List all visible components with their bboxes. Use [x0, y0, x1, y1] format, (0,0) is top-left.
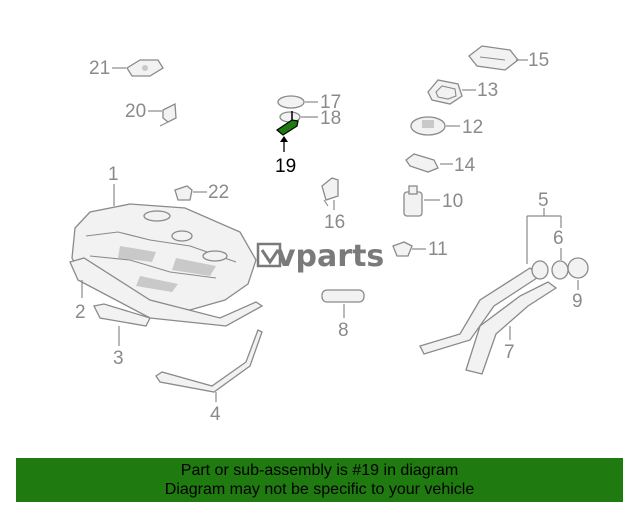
part-14-gasket[interactable]	[405, 153, 439, 173]
part-8-hose[interactable]	[321, 289, 365, 303]
callout-5: 5	[538, 190, 549, 211]
callout-22: 22	[208, 182, 229, 203]
leader-5	[526, 208, 562, 264]
part-4-tank-strap[interactable]	[155, 329, 263, 393]
part-15-cover[interactable]	[468, 45, 519, 71]
part-21-plate[interactable]	[126, 59, 164, 77]
callout-2: 2	[75, 302, 86, 323]
info-banner: Part or sub-assembly is #19 in diagram D…	[16, 458, 623, 502]
callout-12: 12	[462, 117, 483, 138]
callout-6: 6	[553, 228, 564, 249]
watermark-text: vparts	[276, 239, 384, 274]
callout-4: 4	[210, 404, 221, 425]
part-3-skid-plate[interactable]	[93, 303, 151, 327]
banner-line-2: Diagram may not be specific to your vehi…	[164, 481, 475, 498]
callout-10: 10	[442, 191, 463, 212]
part-2-protector[interactable]	[69, 257, 264, 327]
parts-diagram: 21 20 17 18 19 15 13 12	[69, 45, 589, 425]
callout-18: 18	[320, 108, 341, 129]
callout-17: 17	[320, 92, 341, 113]
callout-21: 21	[89, 58, 110, 79]
leader-19-arrow	[280, 136, 288, 142]
callout-20: 20	[125, 101, 146, 122]
part-5-filler-neck[interactable]	[419, 260, 549, 355]
callout-16: 16	[324, 212, 345, 233]
part-20-bracket[interactable]	[159, 102, 177, 127]
callout-9: 9	[572, 291, 583, 312]
callout-14: 14	[454, 155, 476, 176]
banner-line-1: Part or sub-assembly is #19 in diagram	[180, 462, 459, 479]
callout-3: 3	[113, 348, 124, 369]
callout-7: 7	[504, 342, 515, 363]
part-16-sender[interactable]	[321, 177, 339, 207]
callout-13: 13	[477, 80, 498, 101]
part-7-filler-hose[interactable]	[465, 281, 558, 375]
part-17-ring[interactable]	[277, 95, 305, 109]
watermark-logo: vparts	[256, 239, 384, 274]
part-9-fuel-cap[interactable]	[567, 257, 589, 279]
part-1-fuel-tank[interactable]	[71, 203, 257, 311]
part-13-gasket[interactable]	[427, 79, 463, 105]
callout-19: 19	[275, 156, 296, 177]
part-19-highlighted[interactable]	[275, 111, 299, 136]
callout-1: 1	[108, 164, 119, 185]
callout-15: 15	[528, 50, 549, 71]
callout-8: 8	[338, 320, 349, 341]
part-12-plate[interactable]	[410, 116, 446, 136]
part-22-cap[interactable]	[174, 185, 193, 201]
part-11-clip[interactable]	[392, 241, 413, 257]
callout-11: 11	[428, 239, 448, 260]
part-6-cap-ring[interactable]	[551, 260, 569, 280]
part-10-pump[interactable]	[403, 185, 423, 217]
